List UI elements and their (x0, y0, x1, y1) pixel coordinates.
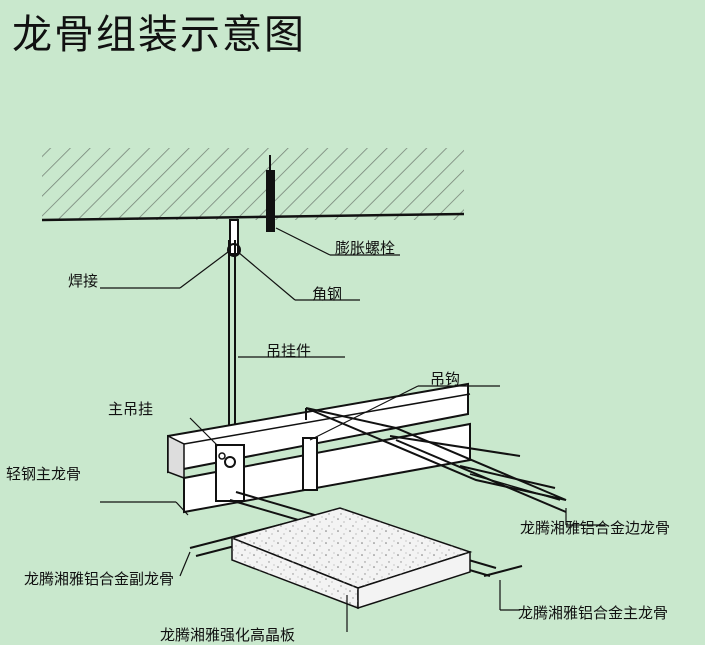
label-main-keel: 龙腾湘雅铝合金主龙骨 (518, 604, 669, 622)
label-hanger-piece: 吊挂件 (266, 342, 312, 360)
reinforced-ceiling-board (229, 507, 473, 632)
label-light-steel-main-keel: 轻钢主龙骨 (6, 465, 82, 483)
label-hook: 吊钩 (430, 370, 461, 388)
label-weld: 焊接 (68, 272, 99, 290)
label-main-hanger: 主吊挂 (108, 400, 154, 418)
hanger-rod-assembly (100, 219, 360, 448)
label-secondary-keel: 龙腾湘雅铝合金副龙骨 (24, 570, 175, 588)
label-expansion-bolt: 膨胀螺栓 (335, 239, 396, 257)
label-board: 龙腾湘雅强化高晶板 (160, 626, 296, 644)
keel-hook (302, 385, 500, 491)
concrete-ceiling-slab (41, 148, 465, 222)
label-angle-steel: 角钢 (312, 285, 343, 303)
label-edge-keel: 龙腾湘雅铝合金边龙骨 (520, 519, 671, 537)
page-title: 龙骨组装示意图 (12, 12, 306, 58)
main-hanger-clip (189, 417, 245, 502)
light-steel-main-keel (100, 382, 471, 516)
expansion-bolt (266, 155, 400, 256)
